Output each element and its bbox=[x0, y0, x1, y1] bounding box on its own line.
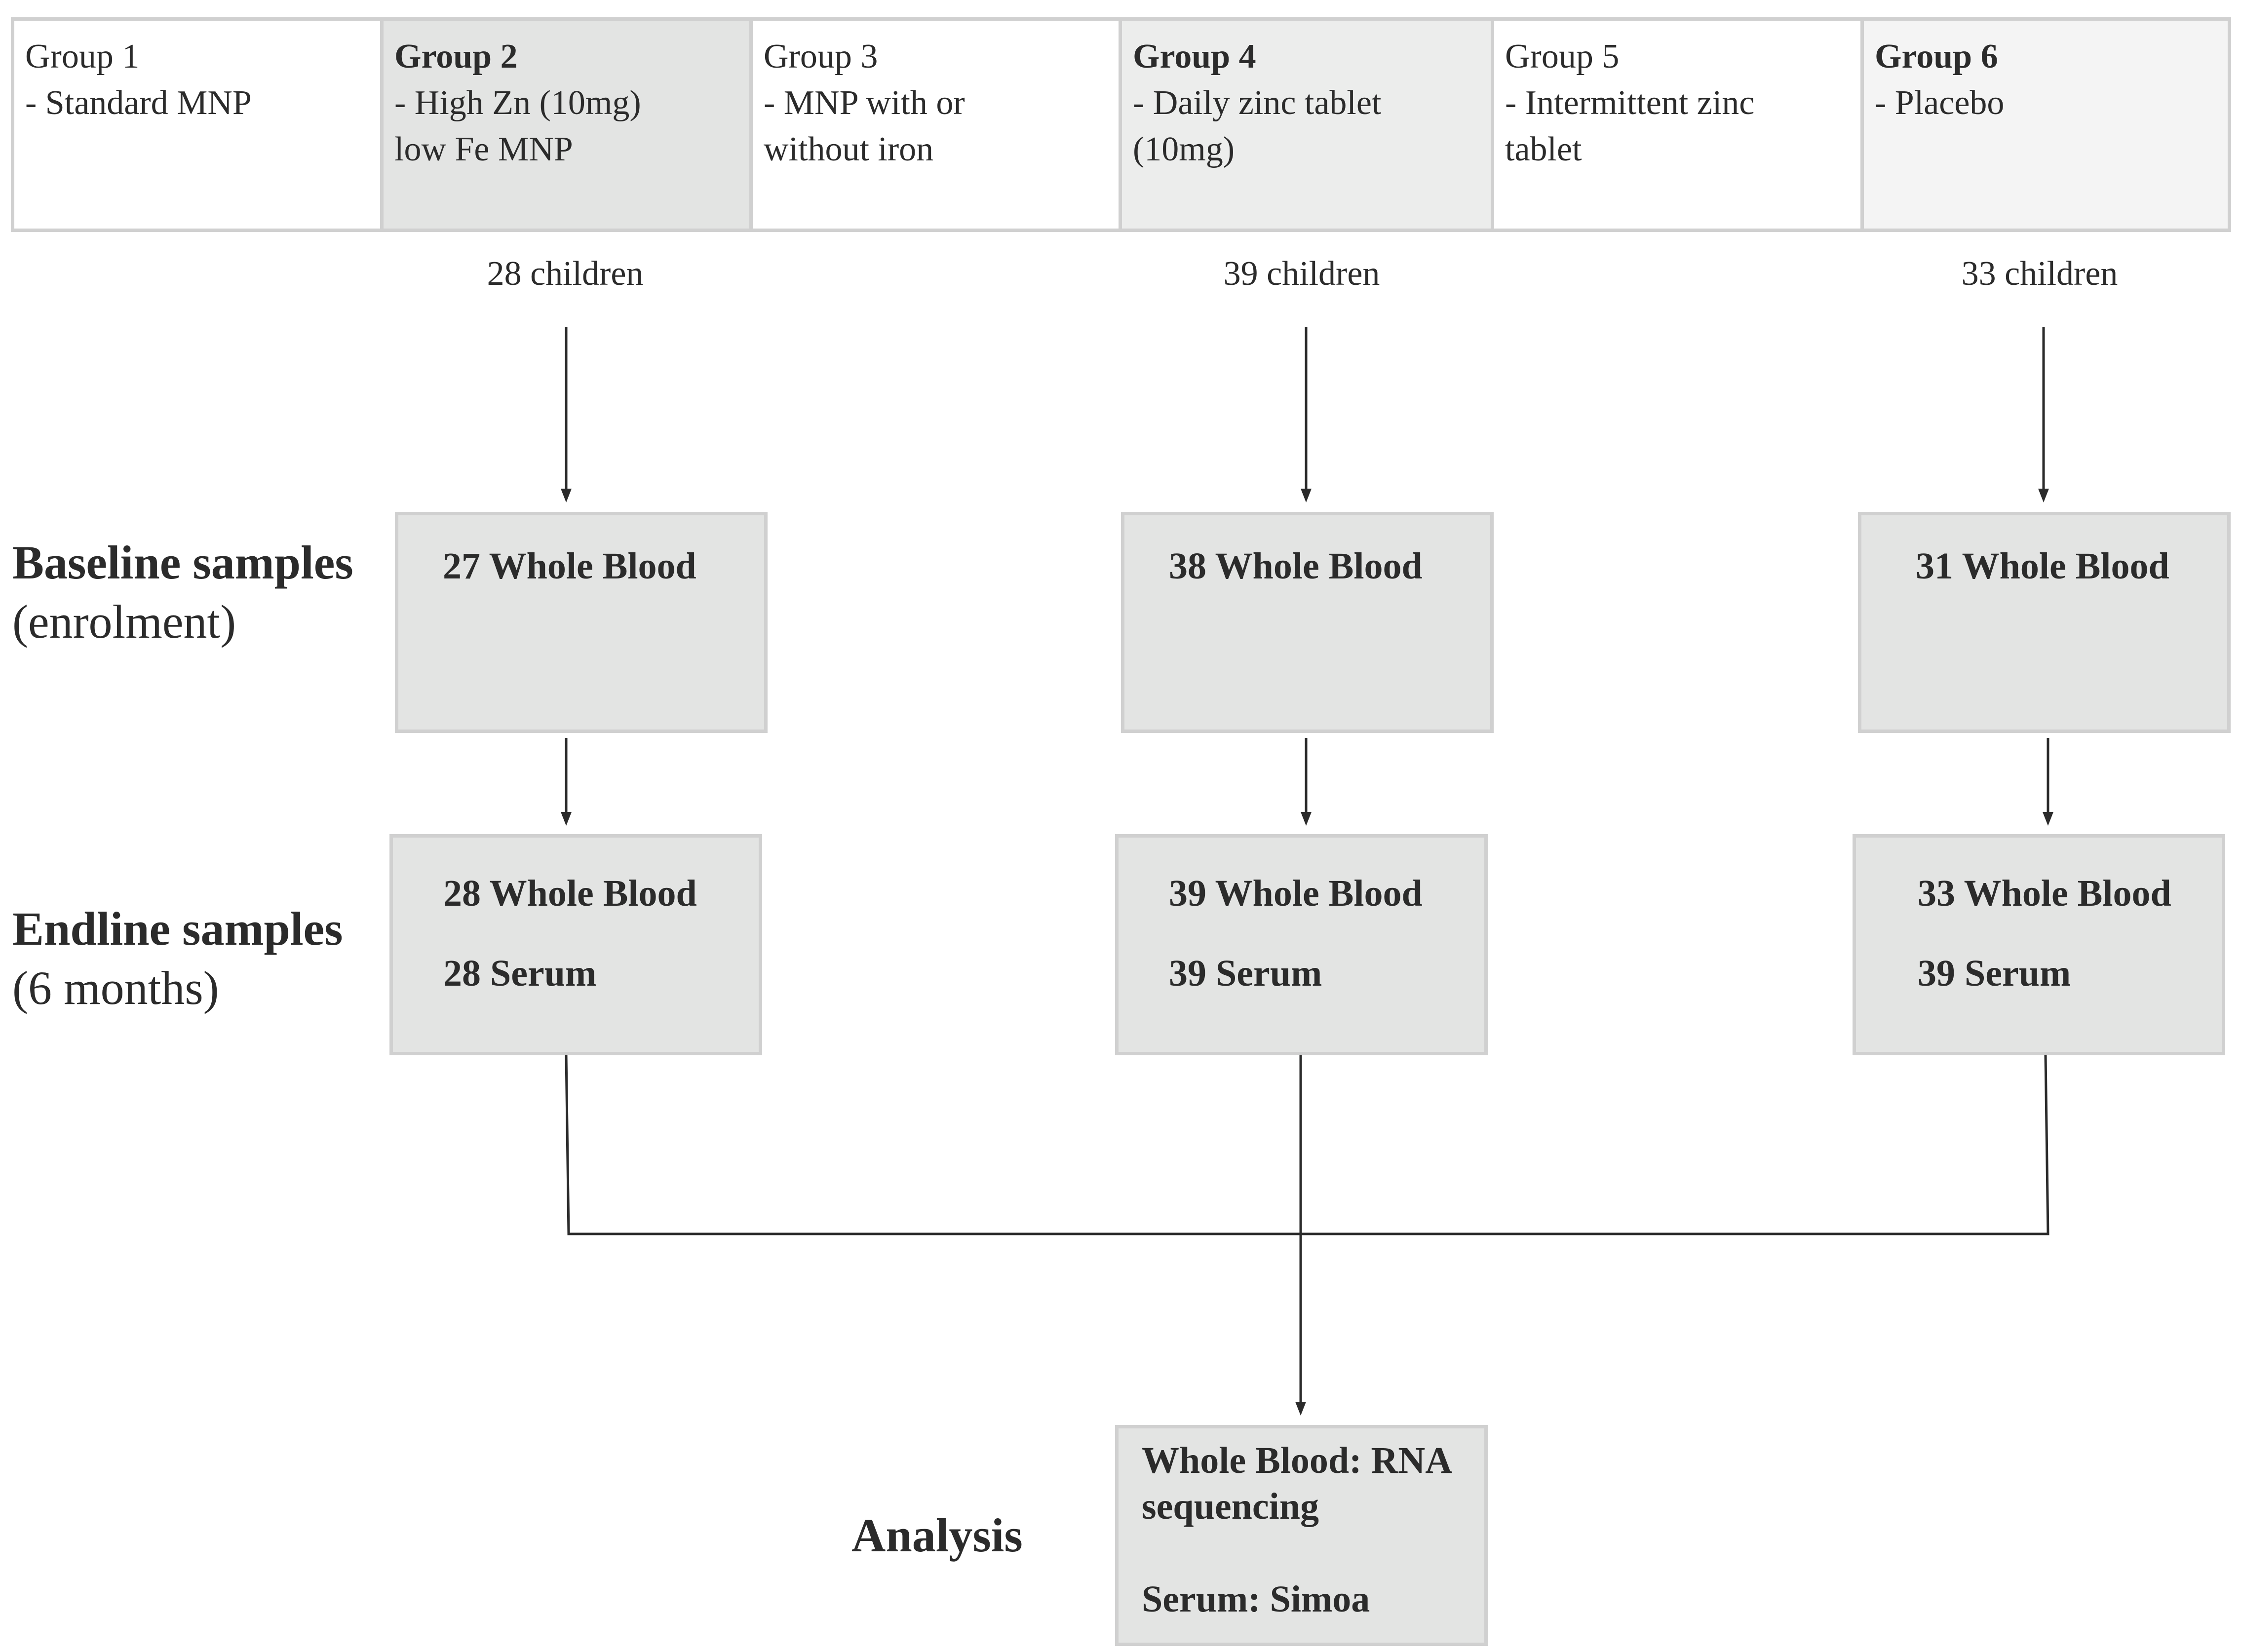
endline-label: Endline samples (6 months) bbox=[12, 899, 343, 1018]
baseline-box-group-6: 31 Whole Blood bbox=[1858, 512, 2231, 733]
endline-serum-group-6: 39 Serum bbox=[1918, 953, 2071, 994]
group-6-child-count: 33 children bbox=[1961, 255, 2118, 293]
arrowhead-baseline-group-6 bbox=[2038, 489, 2049, 502]
group-1-title: Group 1 bbox=[25, 38, 140, 76]
group-6-title: Group 6 bbox=[1875, 38, 1998, 76]
endline-whole-blood-group-6: 33 Whole Blood bbox=[1918, 873, 2171, 914]
analysis-serum-line: Serum: Simoa bbox=[1142, 1578, 1370, 1620]
baseline-title: Baseline samples bbox=[12, 536, 353, 589]
arrowhead-baseline-group-4 bbox=[1301, 489, 1312, 502]
arrowhead-endline-group-6 bbox=[2043, 812, 2053, 826]
group-1-box: Group 1 - Standard MNP bbox=[11, 17, 384, 232]
group-4-child-count: 39 children bbox=[1223, 255, 1380, 293]
endline-serum-group-2: 28 Serum bbox=[443, 953, 597, 994]
baseline-label: Baseline samples (enrolment) bbox=[12, 533, 353, 652]
endline-whole-blood-group-4: 39 Whole Blood bbox=[1169, 873, 1423, 914]
group-6-box: Group 6 - Placebo bbox=[1860, 17, 2231, 232]
group-4-description: - Daily zinc tablet (10mg) bbox=[1133, 84, 1382, 168]
group-3-title: Group 3 bbox=[764, 38, 878, 76]
arrowhead-endline-group-4 bbox=[1301, 812, 1312, 826]
arrowhead-baseline-group-2 bbox=[561, 489, 572, 502]
group-5-title: Group 5 bbox=[1505, 38, 1620, 76]
group-2-box: Group 2 - High Zn (10mg) low Fe MNP bbox=[380, 17, 753, 232]
baseline-whole-blood-group-2: 27 Whole Blood bbox=[443, 545, 696, 587]
group-2-description: - High Zn (10mg) low Fe MNP bbox=[394, 84, 641, 168]
endline-box-group-2: 28 Whole Blood 28 Serum bbox=[389, 834, 762, 1055]
arrowhead-analysis bbox=[1295, 1402, 1306, 1416]
analysis-box: Whole Blood: RNA sequencing Serum: Simoa bbox=[1115, 1425, 1488, 1646]
merge-line bbox=[565, 1055, 2049, 1235]
endline-box-group-4: 39 Whole Blood 39 Serum bbox=[1115, 834, 1488, 1055]
group-4-box: Group 4 - Daily zinc tablet (10mg) bbox=[1119, 17, 1494, 232]
analysis-whole-blood-method: sequencing bbox=[1142, 1486, 1319, 1527]
group-3-box: Group 3 - MNP with or without iron bbox=[749, 17, 1122, 232]
endline-serum-group-4: 39 Serum bbox=[1169, 953, 1322, 994]
group-6-description: - Placebo bbox=[1875, 84, 2005, 122]
group-3-description: - MNP with or without iron bbox=[764, 84, 965, 168]
baseline-whole-blood-group-4: 38 Whole Blood bbox=[1169, 545, 1423, 587]
analysis-label: Analysis bbox=[851, 1509, 1023, 1562]
group-1-description: - Standard MNP bbox=[25, 84, 252, 122]
endline-box-group-6: 33 Whole Blood 39 Serum bbox=[1853, 834, 2225, 1055]
group-2-title: Group 2 bbox=[394, 38, 518, 76]
baseline-box-group-2: 27 Whole Blood bbox=[395, 512, 768, 733]
endline-subtitle: (6 months) bbox=[12, 961, 219, 1014]
group-5-box: Group 5 - Intermittent zinc tablet bbox=[1491, 17, 1864, 232]
analysis-whole-blood-line: Whole Blood: RNA bbox=[1142, 1440, 1453, 1481]
endline-whole-blood-group-2: 28 Whole Blood bbox=[443, 873, 697, 914]
arrowhead-endline-group-2 bbox=[561, 812, 572, 826]
endline-title: Endline samples bbox=[12, 902, 343, 955]
group-4-title: Group 4 bbox=[1133, 38, 1256, 76]
group-2-child-count: 28 children bbox=[487, 255, 644, 293]
baseline-box-group-4: 38 Whole Blood bbox=[1121, 512, 1494, 733]
baseline-subtitle: (enrolment) bbox=[12, 595, 236, 648]
group-5-description: - Intermittent zinc tablet bbox=[1505, 84, 1755, 168]
baseline-whole-blood-group-6: 31 Whole Blood bbox=[1916, 545, 2169, 587]
